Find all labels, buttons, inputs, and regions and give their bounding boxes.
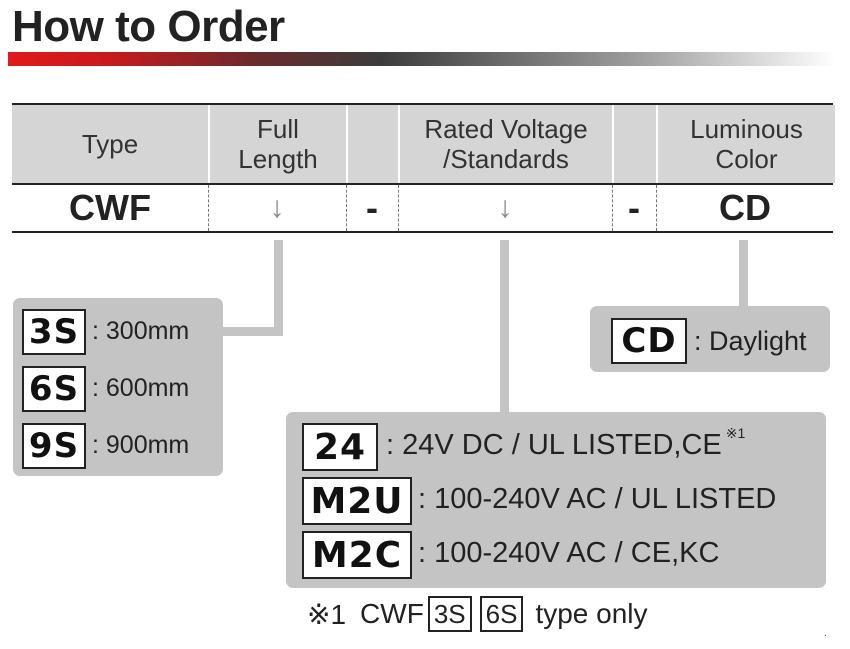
footnote-model: CWF bbox=[360, 598, 424, 629]
header-type: Type bbox=[12, 105, 208, 183]
value-rated-voltage-arrow-icon: ↓ bbox=[497, 191, 513, 224]
value-type: CWF bbox=[69, 187, 151, 228]
voltage-note-mark: ※1 bbox=[725, 425, 746, 441]
header-spacer-2 bbox=[612, 105, 656, 183]
footnote-suffix: type only bbox=[535, 598, 648, 629]
header-luminous-color-line1: Luminous bbox=[690, 114, 803, 144]
connector-color-vertical bbox=[739, 240, 748, 310]
footnote-code-3s: 3S bbox=[427, 596, 472, 632]
voltage-desc-m2c: : 100-240V AC / CE,KC bbox=[418, 537, 720, 569]
dashed-divider bbox=[612, 185, 613, 231]
connector-voltage-vertical bbox=[500, 240, 509, 415]
length-code-6s: 6S bbox=[22, 366, 86, 412]
color-code-cd: CD bbox=[611, 318, 687, 364]
length-code-9s: 9S bbox=[22, 423, 86, 469]
header-luminous-color-line2: Color bbox=[715, 144, 778, 174]
dashed-divider bbox=[346, 185, 347, 231]
voltage-desc-m2u: : 100-240V AC / UL LISTED bbox=[418, 483, 777, 515]
header-rated-voltage: Rated Voltage /Standards bbox=[398, 105, 612, 183]
voltage-code-m2u: M2U bbox=[302, 477, 412, 525]
connector-length-horizontal bbox=[222, 327, 283, 336]
connector-length-vertical bbox=[274, 240, 283, 336]
page-title: How to Order bbox=[12, 2, 285, 51]
footnote-mark: ※1 bbox=[307, 598, 347, 630]
footnote: ※1 CWF 3S 6S type only bbox=[307, 596, 648, 632]
voltage-desc-24v: : 24V DC / UL LISTED,CE※1 bbox=[386, 425, 745, 462]
stray-dot: . bbox=[824, 628, 827, 639]
length-desc-600mm: : 600mm bbox=[92, 374, 190, 402]
voltage-code-24: 24 bbox=[302, 423, 378, 471]
value-full-length-arrow-icon: ↓ bbox=[269, 191, 285, 224]
header-full-length-line1: Full bbox=[257, 114, 299, 144]
header-spacer-1 bbox=[346, 105, 398, 183]
length-code-3s: 3S bbox=[22, 309, 86, 355]
dashed-divider bbox=[208, 185, 209, 231]
voltage-desc-24v-text: : 24V DC / UL LISTED,CE bbox=[386, 429, 722, 461]
voltage-code-m2c: M2C bbox=[302, 531, 412, 579]
header-luminous-color: Luminous Color bbox=[656, 105, 835, 183]
header-type-label: Type bbox=[81, 129, 139, 159]
dashed-divider bbox=[656, 185, 657, 231]
length-desc-300mm: : 300mm bbox=[92, 317, 190, 345]
header-full-length: Full Length bbox=[208, 105, 346, 183]
table-bottom-rule bbox=[12, 231, 833, 233]
table-mid-rule bbox=[12, 183, 833, 185]
table-top-rule bbox=[12, 103, 833, 105]
order-code-table: Type Full Length Rated Voltage /Standard… bbox=[12, 103, 835, 233]
title-gradient-bar bbox=[8, 52, 836, 66]
length-desc-900mm: : 900mm bbox=[92, 431, 190, 459]
value-luminous-color: CD bbox=[719, 187, 771, 228]
footnote-code-6s: 6S bbox=[479, 596, 524, 632]
value-dash-1: - bbox=[366, 187, 378, 228]
header-rated-voltage-line1: Rated Voltage bbox=[424, 114, 588, 144]
color-desc-daylight: : Daylight bbox=[694, 326, 807, 356]
value-dash-2: - bbox=[628, 187, 640, 228]
header-rated-voltage-line2: /Standards bbox=[443, 144, 569, 174]
dashed-divider bbox=[398, 185, 399, 231]
header-full-length-line2: Length bbox=[238, 144, 318, 174]
